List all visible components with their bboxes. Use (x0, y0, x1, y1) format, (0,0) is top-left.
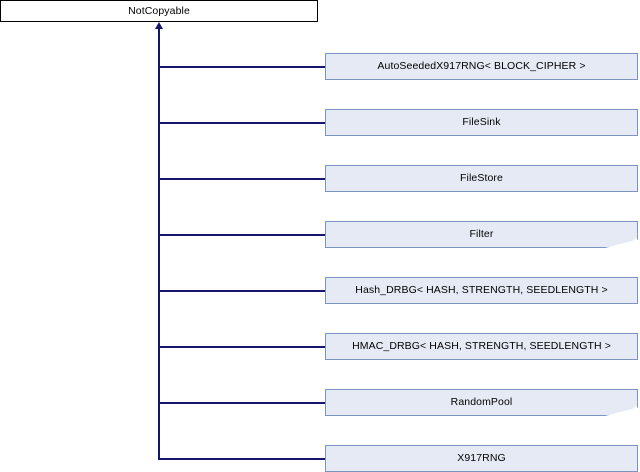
connector-trunk (158, 28, 160, 460)
connector-branch-4 (158, 234, 325, 236)
connector-branch-1 (158, 66, 325, 68)
class-node-filestore[interactable]: FileStore (325, 165, 638, 192)
hidden-children-corner-icon (626, 405, 637, 415)
class-node-label: FileSink (462, 116, 501, 129)
class-node-label: Hash_DRBG< HASH, STRENGTH, SEEDLENGTH > (355, 284, 608, 297)
connector-branch-3 (158, 178, 325, 180)
class-node-label: Filter (469, 228, 494, 241)
connector-branch-8 (158, 458, 325, 460)
class-node-randompool[interactable]: RandomPool (325, 389, 638, 416)
class-node-label: X917RNG (457, 452, 506, 465)
hidden-children-corner-icon (626, 237, 637, 247)
class-node-filesink[interactable]: FileSink (325, 109, 638, 136)
class-node-label: FileStore (460, 172, 503, 185)
class-node-label: AutoSeededX917RNG< BLOCK_CIPHER > (377, 60, 586, 73)
class-node-label: RandomPool (450, 396, 513, 409)
connector-branch-5 (158, 290, 325, 292)
connector-branch-6 (158, 346, 325, 348)
connector-branch-2 (158, 122, 325, 124)
class-node-hmac-drbg[interactable]: HMAC_DRBG< HASH, STRENGTH, SEEDLENGTH > (325, 333, 638, 360)
class-node-label: HMAC_DRBG< HASH, STRENGTH, SEEDLENGTH > (352, 340, 611, 353)
class-node-autoseededx917rng[interactable]: AutoSeededX917RNG< BLOCK_CIPHER > (325, 53, 638, 80)
class-node-label: NotCopyable (128, 4, 190, 17)
inheritance-arrowhead-icon (155, 22, 163, 29)
class-node-notcopyable[interactable]: NotCopyable (0, 0, 318, 22)
class-node-filter[interactable]: Filter (325, 221, 638, 248)
class-node-x917rng[interactable]: X917RNG (325, 445, 638, 472)
connector-branch-7 (158, 402, 325, 404)
class-node-hash-drbg[interactable]: Hash_DRBG< HASH, STRENGTH, SEEDLENGTH > (325, 277, 638, 304)
